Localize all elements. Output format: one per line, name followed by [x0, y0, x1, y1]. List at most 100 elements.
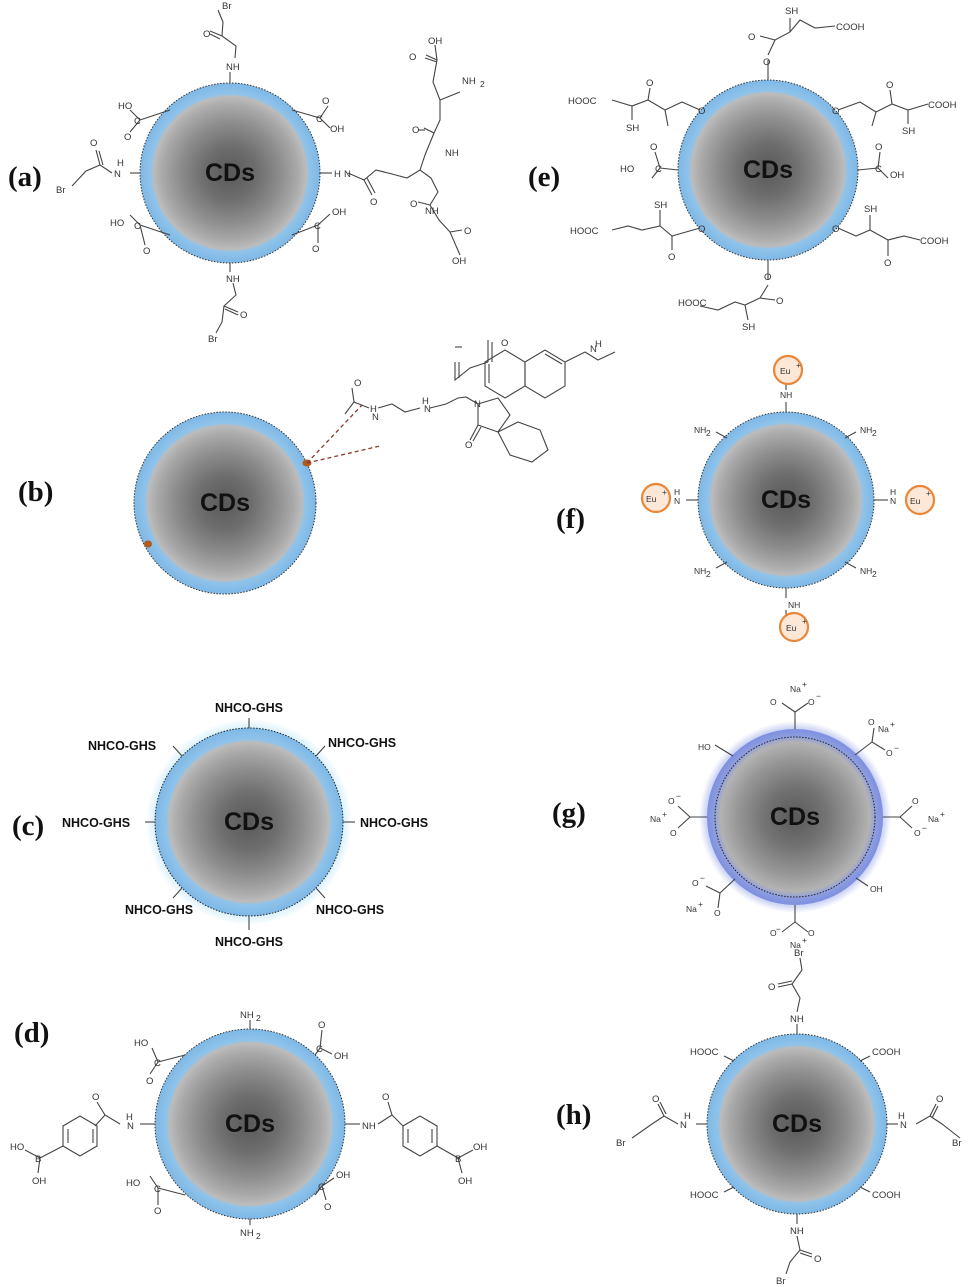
svg-text:OH: OH	[332, 207, 346, 218]
svg-text:O: O	[650, 142, 657, 153]
svg-text:Eu: Eu	[780, 366, 791, 376]
svg-text:2: 2	[706, 569, 711, 579]
svg-text:N: N	[424, 404, 431, 415]
svg-text:Br: Br	[794, 948, 804, 959]
ghs-label: NHCO-GHS	[328, 736, 396, 750]
svg-text:O: O	[240, 310, 247, 321]
svg-text:HO: HO	[118, 101, 132, 112]
svg-text:−: −	[922, 823, 927, 833]
svg-text:OH: OH	[336, 1170, 350, 1181]
svg-text:C: C	[154, 1058, 161, 1069]
ghs-labels: NHCO-GHS NHCO-GHS NHCO-GHS NHCO-GHS NHCO…	[62, 701, 428, 949]
svg-text:−: −	[700, 873, 705, 883]
svg-text:COOH: COOH	[928, 100, 957, 111]
svg-text:O: O	[92, 1092, 99, 1103]
eu-ion	[778, 611, 810, 643]
ghs-label: NHCO-GHS	[360, 816, 428, 830]
group-labels-e: SH COOH O O HOOC O SH O COOH O SH O HO O…	[568, 6, 957, 333]
svg-text:HOOC: HOOC	[570, 226, 599, 237]
panel-label-b: (b)	[18, 476, 53, 508]
svg-text:COOH: COOH	[872, 1190, 901, 1201]
svg-text:+: +	[662, 487, 667, 497]
svg-text:Na: Na	[928, 814, 939, 824]
svg-text:−: −	[894, 743, 899, 753]
svg-text:+: +	[662, 809, 667, 819]
svg-text:NH: NH	[462, 76, 476, 87]
svg-text:O: O	[668, 796, 675, 806]
svg-text:O: O	[143, 246, 150, 257]
svg-text:C: C	[316, 114, 323, 125]
svg-text:2: 2	[872, 428, 877, 438]
svg-text:B: B	[35, 1154, 41, 1165]
svg-text:HOOC: HOOC	[690, 1190, 719, 1201]
svg-text:OH: OH	[330, 124, 344, 135]
svg-text:H: H	[422, 396, 429, 407]
svg-text:O: O	[203, 29, 210, 40]
ghs-label: NHCO-GHS	[62, 816, 130, 830]
svg-text:O: O	[914, 828, 921, 838]
svg-text:C: C	[134, 221, 141, 232]
svg-text:O: O	[146, 1076, 153, 1087]
svg-text:N: N	[474, 399, 481, 410]
svg-text:N: N	[114, 169, 121, 180]
ghs-label: NHCO-GHS	[88, 739, 156, 753]
panel-f: CDs Eu + NH Eu + H N H	[640, 354, 936, 643]
svg-text:H: H	[595, 339, 602, 350]
svg-text:C: C	[154, 1184, 161, 1195]
group-labels-b: O H N H N N O O N H	[354, 338, 602, 451]
svg-text:+: +	[940, 809, 945, 819]
svg-text:O: O	[464, 226, 471, 237]
svg-text:Br: Br	[952, 1138, 962, 1149]
svg-text:O: O	[912, 796, 919, 806]
svg-text:N: N	[680, 1120, 687, 1131]
svg-text:+: +	[926, 488, 931, 498]
panel-h: CDs Br O NH NH	[616, 948, 962, 1287]
eu-ion	[904, 484, 936, 516]
svg-text:2: 2	[256, 1013, 261, 1023]
group-labels-a: Br O NH H N O Br NH O Br H N O O NH OH O…	[56, 1, 485, 345]
svg-text:NH: NH	[694, 566, 706, 576]
svg-text:O: O	[868, 717, 875, 727]
svg-text:H: H	[117, 158, 124, 169]
svg-text:2: 2	[256, 1231, 261, 1241]
svg-text:N: N	[890, 496, 896, 506]
svg-text:NH: NH	[445, 148, 459, 159]
svg-text:O: O	[501, 338, 508, 349]
panel-label-f: (f)	[556, 503, 585, 535]
svg-text:HO: HO	[698, 742, 711, 752]
svg-text:O: O	[698, 224, 705, 235]
eu-rings	[640, 354, 936, 643]
svg-text:O: O	[714, 908, 721, 918]
svg-text:N: N	[344, 169, 351, 180]
svg-text:O: O	[312, 244, 319, 255]
svg-text:O: O	[886, 80, 893, 91]
svg-text:O: O	[154, 1206, 161, 1217]
svg-text:Br: Br	[616, 1138, 626, 1149]
svg-text:Br: Br	[208, 334, 218, 345]
callout-line	[306, 445, 381, 464]
svg-text:N: N	[674, 496, 680, 506]
svg-text:C: C	[318, 1182, 325, 1193]
svg-text:H: H	[126, 1112, 133, 1123]
svg-text:O: O	[692, 878, 699, 888]
svg-text:H: H	[684, 1111, 691, 1122]
panel-a: CDs	[56, 1, 485, 345]
svg-text:O: O	[808, 697, 815, 707]
dye-attachment-dot	[144, 540, 152, 548]
svg-text:O: O	[936, 1094, 943, 1105]
svg-text:SH: SH	[742, 322, 755, 333]
cd-particle-g: CDs	[707, 729, 883, 905]
svg-text:2: 2	[706, 428, 711, 438]
svg-text:O: O	[748, 32, 755, 43]
svg-text:H: H	[674, 487, 680, 497]
ghs-label: NHCO-GHS	[125, 903, 193, 917]
cd-particle-c: CDs	[154, 727, 344, 917]
svg-text:COOH: COOH	[872, 1047, 901, 1058]
svg-text:Na: Na	[878, 724, 889, 734]
svg-text:C: C	[875, 164, 882, 175]
svg-text:HO: HO	[126, 1178, 140, 1189]
surface-groups-e	[611, 18, 929, 321]
core-label: CDs	[205, 159, 255, 187]
group-labels-g: Na + O O − Na + O O − HO O Na + O − O − …	[650, 679, 945, 950]
